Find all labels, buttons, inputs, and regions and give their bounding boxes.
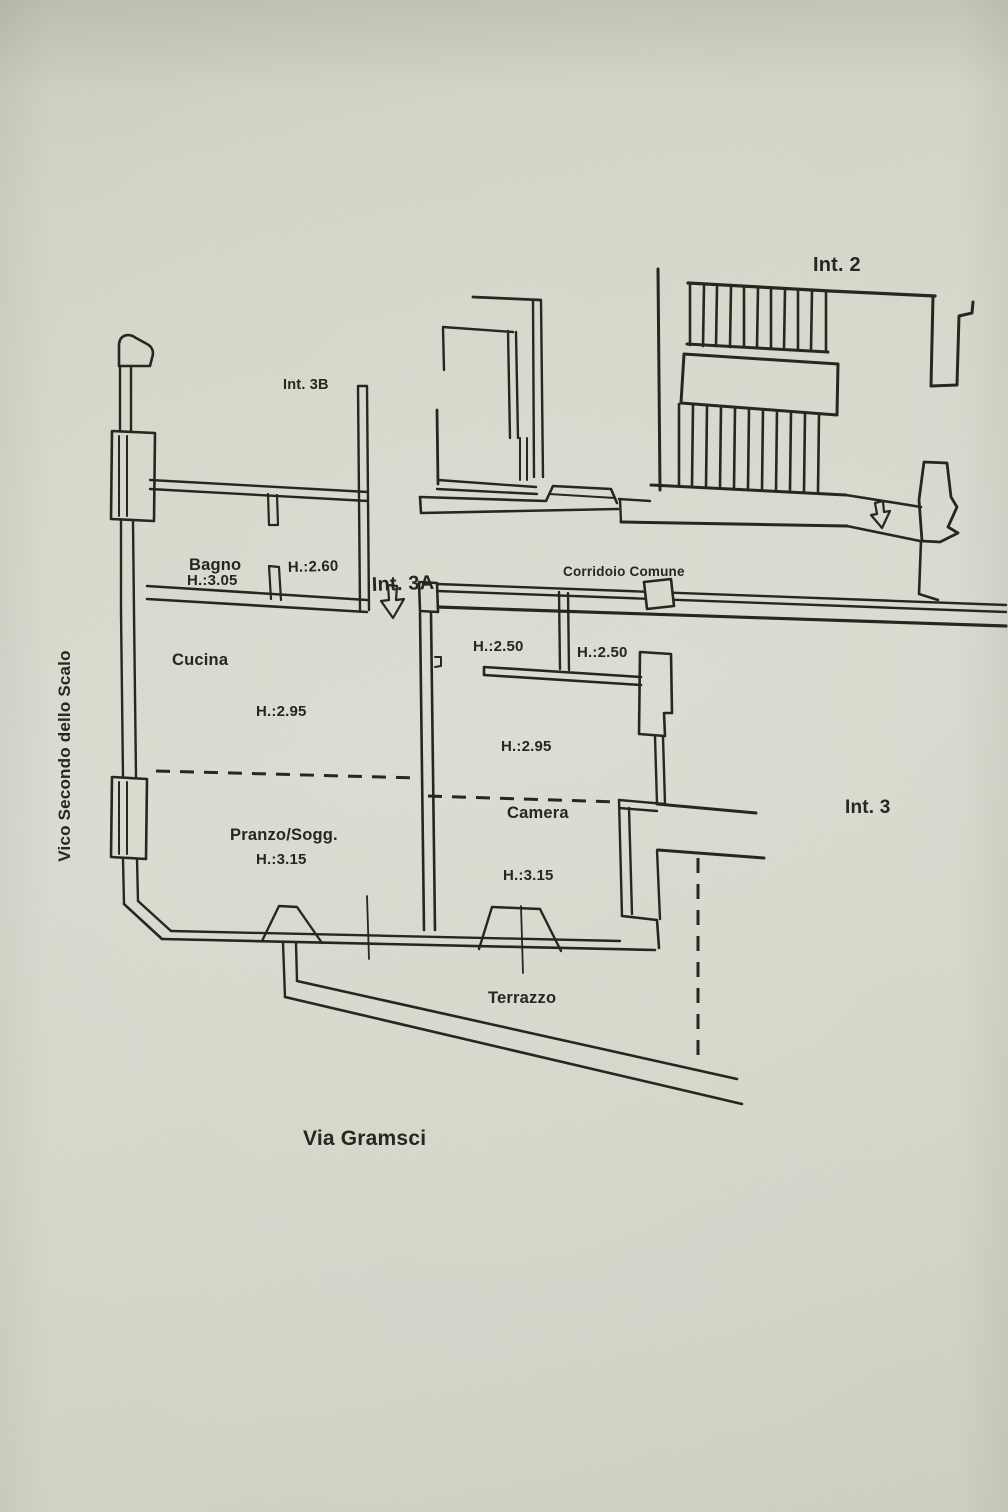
bagno-partition-upper xyxy=(266,492,280,527)
central-wall-notch xyxy=(434,656,442,668)
wall-column-tail xyxy=(917,539,940,602)
south-wall-outer xyxy=(160,937,657,952)
west-window-bay-2-glass xyxy=(118,781,128,855)
corridor-camera-divider xyxy=(557,590,571,672)
label-height-h250-right: H.:2.50 xyxy=(577,644,628,661)
label-street-via-gramsci: Via Gramsci xyxy=(303,1127,426,1150)
ceiling-change-dashed-cucina xyxy=(155,769,421,780)
label-height-bagno: H.:3.05 xyxy=(187,572,238,589)
upper-hall-top-edge xyxy=(418,484,619,505)
int3b-divider-wall xyxy=(356,384,371,612)
west-wall-lower xyxy=(121,857,140,906)
stair-left-wall xyxy=(656,267,662,492)
label-height-camera-upper: H.:2.95 xyxy=(501,738,552,755)
staircase-int2 xyxy=(617,267,975,602)
south-wall-inner xyxy=(169,929,622,943)
label-corridoio-comune: Corridoio Comune xyxy=(563,564,685,579)
stair-top-wall xyxy=(686,281,937,298)
label-room-pranzo-soggiorno: Pranzo/Sogg. xyxy=(230,826,338,844)
west-wall-cucina xyxy=(119,610,138,779)
label-height-h250-left: H.:2.50 xyxy=(473,638,524,655)
stair-upper-flight-edge xyxy=(685,342,830,354)
upper-block-window xyxy=(519,437,528,481)
label-room-cucina: Cucina xyxy=(172,651,229,669)
corridor-north-wall xyxy=(435,582,1008,614)
label-unit-int3b: Int. 3B xyxy=(283,377,329,393)
upper-block-top-stub xyxy=(471,295,542,302)
southwest-corner-outer xyxy=(122,902,164,941)
camera-north-wall xyxy=(482,665,643,687)
label-height-pranzo: H.:3.15 xyxy=(256,851,307,868)
upper-block-bottom-wall xyxy=(435,478,539,496)
int3-boundary-stub-1 xyxy=(655,802,758,815)
bagno-partition-lower xyxy=(267,564,283,602)
stair-landing xyxy=(679,352,840,417)
label-street-vico-secondo: Vico Secondo dello Scalo xyxy=(55,650,74,861)
corridor-comune xyxy=(417,577,1008,628)
label-terrazzo: Terrazzo xyxy=(488,989,556,1007)
int3-boundary-stub-2 xyxy=(656,848,766,860)
bagno-south-wall xyxy=(145,584,369,614)
upper-hall-window-line xyxy=(548,493,616,499)
south-window-2 xyxy=(477,905,563,953)
label-height-cucina: H.:2.95 xyxy=(256,703,307,720)
labels: Int. 2 Int. 3B Bagno H.:3.05 H.:2.60 Int… xyxy=(55,254,891,1150)
central-wall xyxy=(418,611,437,932)
upper-hall-bottom-edge xyxy=(418,495,620,515)
terrace-edge-lower xyxy=(283,995,744,1106)
southwest-corner-inner xyxy=(136,899,173,933)
upper-block-inner-walls xyxy=(441,325,520,440)
apartment-int3a-walls xyxy=(109,333,766,974)
entrance-arrow-int3a-icon xyxy=(379,583,406,620)
stair-base-wall xyxy=(619,520,849,528)
wall-column-outline xyxy=(917,460,960,544)
east-outer-wall xyxy=(655,848,662,921)
west-wall-upper xyxy=(118,364,133,433)
west-window-bay-1 xyxy=(109,429,157,523)
southeast-corner xyxy=(620,914,661,950)
south-wall-tick-2 xyxy=(520,905,524,974)
upper-block-walls xyxy=(418,295,620,515)
entrance-arrow-int2-icon xyxy=(869,499,892,530)
west-window-bay-1-glass xyxy=(118,435,128,517)
label-room-bagno: Bagno xyxy=(189,556,241,574)
corridor-south-wall xyxy=(435,605,1008,628)
east-wall-pillar xyxy=(637,650,674,738)
south-wall-tick-1 xyxy=(366,895,370,960)
terrace-edge-upper xyxy=(295,979,739,1081)
west-wall-bagno xyxy=(119,519,136,614)
east-wall-upper xyxy=(653,734,667,806)
west-window-bay-2 xyxy=(109,775,149,861)
east-wall-lower xyxy=(617,798,634,918)
terrace-connector xyxy=(281,941,299,999)
upper-block-left-wall xyxy=(435,408,440,486)
stair-right-wall xyxy=(929,294,975,388)
label-unit-int3: Int. 3 xyxy=(845,797,891,818)
stair-steps-lower-flight xyxy=(677,402,821,494)
south-window-1 xyxy=(260,904,324,945)
corridor-door xyxy=(642,577,676,611)
stair-lower-flight-edge xyxy=(649,483,848,497)
west-wall-hook xyxy=(117,333,155,368)
bagno-north-wall xyxy=(148,478,370,503)
label-unit-int3a: Int. 3A xyxy=(371,572,434,596)
stair-steps-upper-flight xyxy=(688,283,828,353)
upper-block-main-wall xyxy=(531,298,545,479)
label-height-anteroom: H.:2.60 xyxy=(288,558,339,576)
terrace-outline xyxy=(281,858,744,1106)
label-unit-int2: Int. 2 xyxy=(813,254,861,276)
label-room-camera: Camera xyxy=(507,804,569,822)
stair-base-notch xyxy=(617,497,652,524)
ceiling-change-dashed-camera xyxy=(427,794,620,804)
corridor-end-pillar xyxy=(417,580,440,614)
label-height-camera-lower: H.:3.15 xyxy=(503,867,554,884)
